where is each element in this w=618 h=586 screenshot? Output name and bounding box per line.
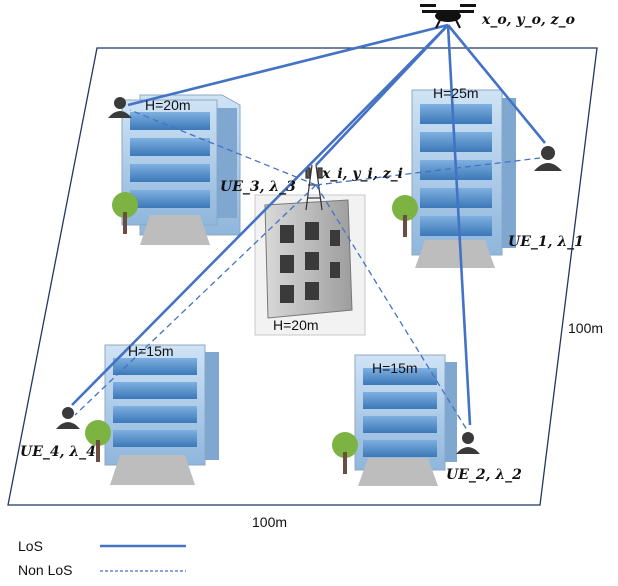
nlos-link-ue3: [129, 109, 317, 186]
central-building: [254, 164, 366, 336]
user-icon: [108, 97, 132, 118]
ue2-label: UE_2, λ_2: [446, 467, 522, 483]
ue4-label: UE_4, λ_4: [20, 444, 96, 460]
los-links: [71, 23, 547, 426]
los-link-ue3: [127, 23, 449, 107]
ue1-label: UE_1, λ_1: [508, 234, 584, 250]
los-link-ue1: [446, 24, 547, 144]
building-height-label: H=20m: [145, 97, 191, 113]
nlos-links: [74, 109, 541, 431]
nlos-link-ue1: [315, 157, 541, 186]
nlos-link-ue2: [315, 184, 468, 431]
ue3-label: UE_3, λ_3: [220, 179, 296, 195]
service-area-outline: [7, 47, 598, 506]
building-height-label: H=15m: [372, 360, 418, 376]
legend: LoS Non LoS: [18, 538, 186, 578]
user-icon: [534, 146, 562, 171]
building-bottom-left: [85, 344, 219, 485]
legend-nlos-label: Non LoS: [18, 562, 72, 578]
width-dimension-label: 100m: [252, 514, 287, 530]
building-top-left: [112, 94, 241, 245]
depth-dimension-label: 100m: [568, 320, 603, 336]
central-building-height-label: H=20m: [273, 317, 319, 333]
bs-coords-label: x_i, y_i, z_i: [321, 166, 403, 182]
user-icon: [456, 432, 480, 454]
cell-tower-icon: [305, 164, 323, 211]
user-icon: [56, 407, 80, 429]
building-bottom-right: [332, 354, 457, 486]
drone-icon: [420, 4, 476, 29]
uav-coords-label: x_o, y_o, z_o: [481, 12, 575, 28]
building-height-label: H=15m: [128, 343, 174, 359]
tree-icon: [112, 192, 138, 218]
tree-icon: [85, 420, 111, 446]
los-link-ue4: [71, 24, 449, 406]
building-height-label: H=25m: [433, 85, 479, 101]
tree-icon: [332, 432, 358, 458]
tree-icon: [392, 195, 418, 221]
los-link-ue2: [446, 24, 472, 426]
nlos-link-ue4: [74, 184, 317, 416]
legend-los-label: LoS: [18, 538, 43, 554]
